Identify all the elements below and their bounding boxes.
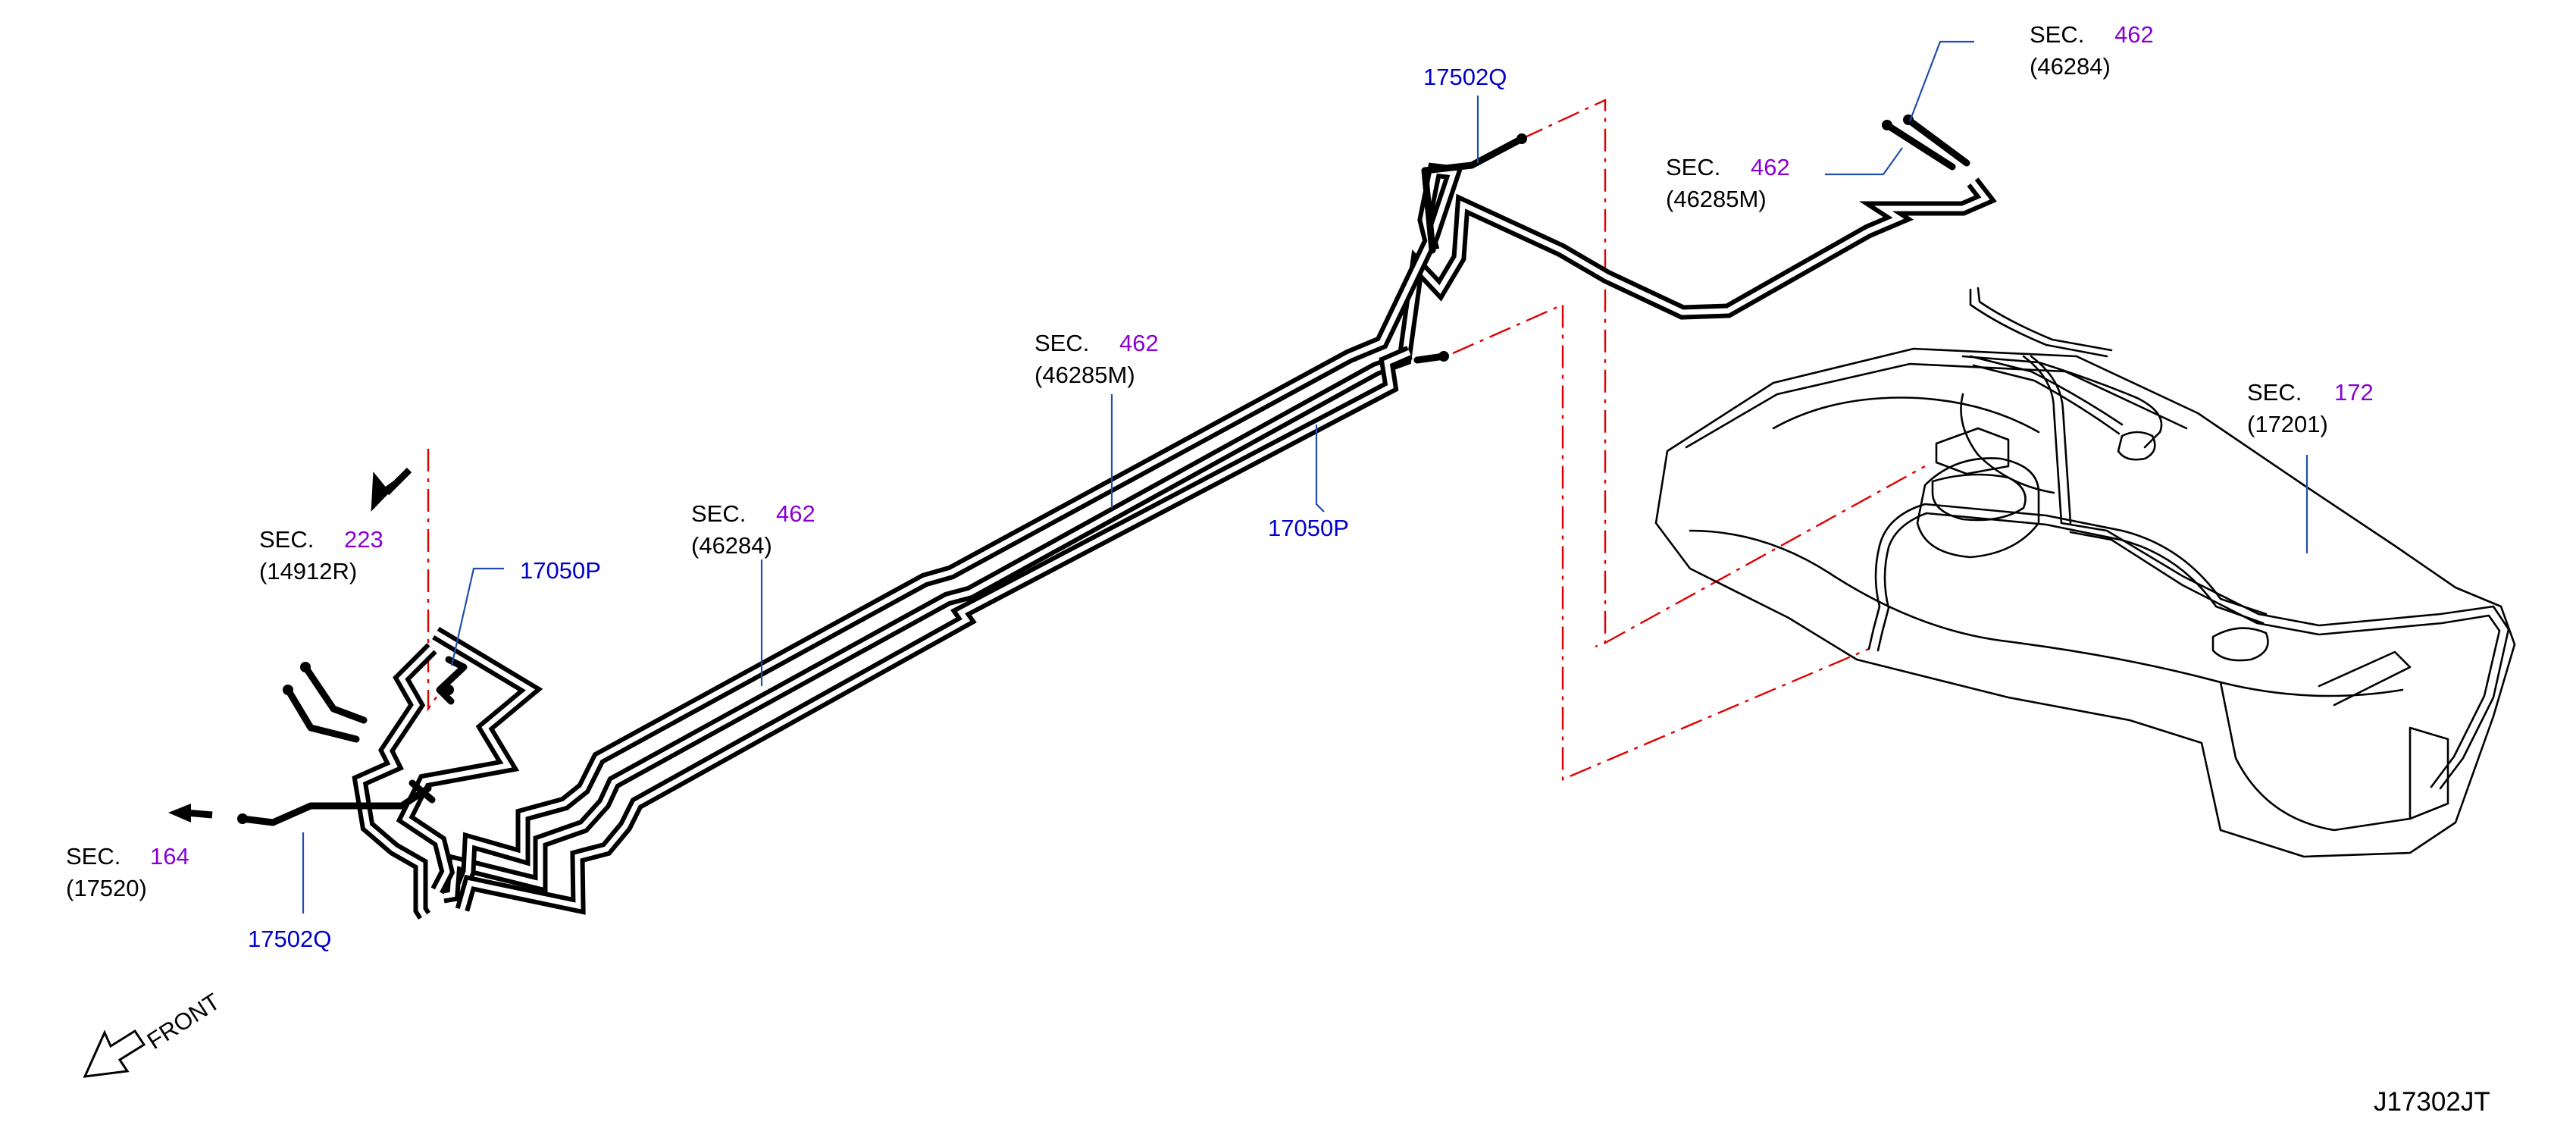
hoses (239, 116, 1970, 826)
front-arrow-icon (83, 1029, 146, 1078)
part-label-17502q-bottom: 17502Q (248, 926, 331, 952)
sec-prefix: SEC. (259, 526, 314, 553)
part-number: (17520) (66, 875, 147, 901)
sec-number: 462 (2114, 21, 2154, 48)
front-label: FRONT (142, 988, 225, 1054)
part-number: (17201) (2247, 411, 2328, 437)
callout-sec-223: SEC. 223 (14912R) (259, 526, 383, 584)
sec-number: 223 (344, 526, 383, 553)
callout-sec-462-46284-top: SEC. 462 (46284) (2030, 21, 2154, 80)
part-number: (46285M) (1034, 362, 1135, 388)
sec-prefix: SEC. (1666, 154, 1720, 180)
arrow-to-sec-164-icon (168, 804, 191, 823)
callout-sec-172: SEC. 172 (17201) (2247, 379, 2374, 437)
leader-lines (302, 40, 2308, 913)
part-number: (14912R) (259, 558, 357, 584)
sec-prefix: SEC. (66, 843, 121, 870)
part-number: (46285M) (1666, 186, 1767, 212)
part-number: (46284) (2030, 53, 2111, 80)
part-label-17050p-left: 17050P (520, 557, 601, 584)
callout-sec-462-46284-mid: SEC. 462 (46284) (691, 500, 815, 559)
tank-hoses (1867, 287, 2510, 790)
part-label-17502q-top: 17502Q (1423, 64, 1507, 90)
sec-number: 462 (1751, 154, 1790, 180)
fuel-tank (1654, 347, 2516, 858)
part-label-17050p-mid: 17050P (1268, 515, 1349, 541)
sec-number: 462 (1119, 330, 1159, 356)
diagram-code: J17302JT (2374, 1087, 2490, 1117)
arrow-to-sec-223-icon (371, 472, 400, 512)
callout-sec-462-46285m-top: SEC. 462 (46285M) (1666, 154, 1790, 212)
part-number: (46284) (691, 532, 772, 559)
sec-number: 172 (2334, 379, 2374, 406)
callout-sec-462-46285m-mid: SEC. 462 (46285M) (1034, 330, 1159, 388)
front-indicator: FRONT (83, 988, 225, 1078)
sec-prefix: SEC. (2247, 379, 2302, 406)
sec-number: 164 (150, 843, 189, 870)
fuel-pipes (352, 162, 1997, 920)
sec-prefix: SEC. (1034, 330, 1089, 356)
direction-arrows (168, 467, 412, 823)
sec-prefix: SEC. (691, 500, 746, 527)
callout-sec-164: SEC. 164 (17520) (66, 843, 189, 901)
sec-prefix: SEC. (2030, 21, 2084, 48)
sec-number: 462 (776, 500, 815, 527)
